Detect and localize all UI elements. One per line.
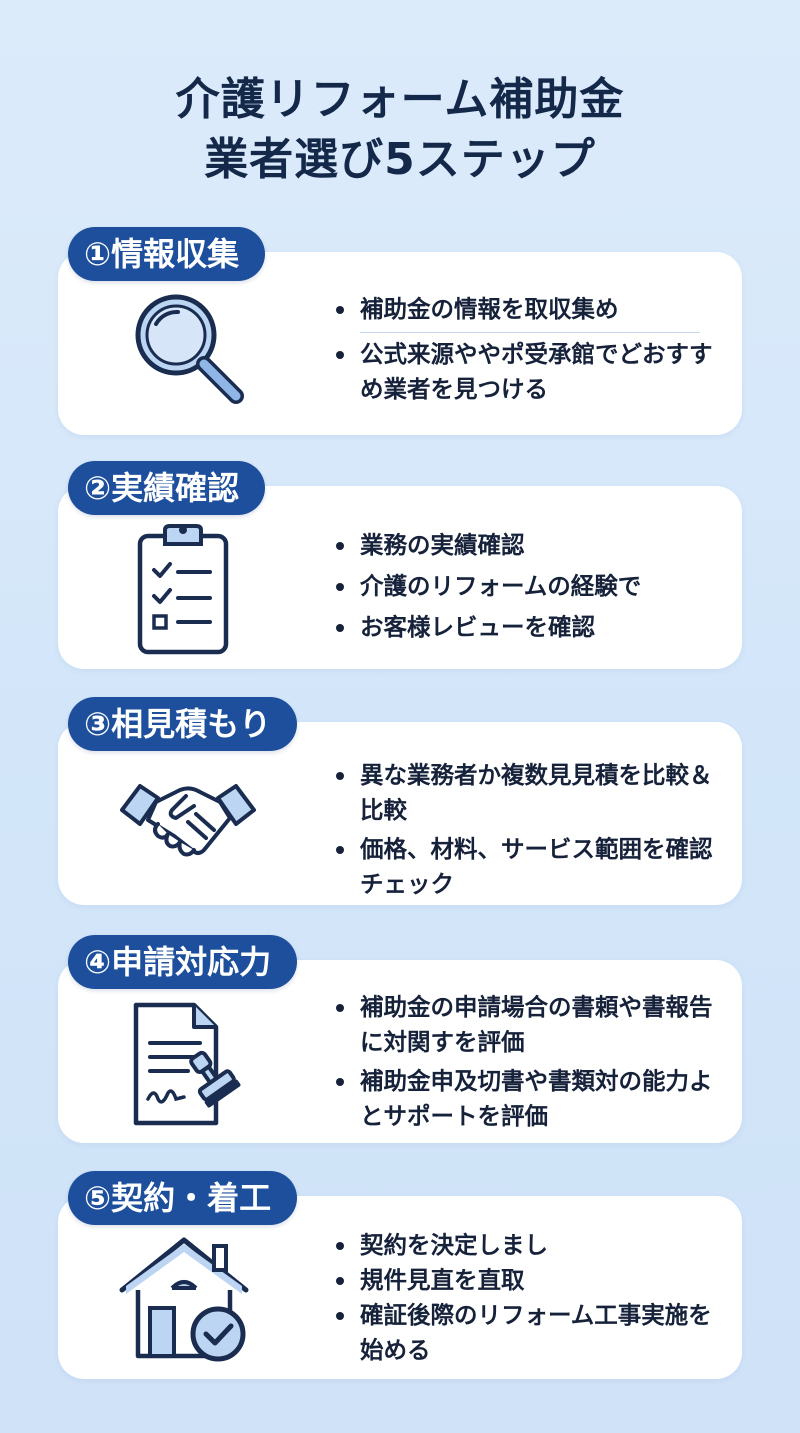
- bullet-item: 異な業務者か複数見見積を比較＆比較: [330, 758, 730, 828]
- bullet-item: 補助金の情報を取収集め: [330, 292, 730, 333]
- step-label-4: ④申請対応力: [68, 935, 298, 989]
- bullet-item: 公式来源ややポ受承館でどおすすめ業者を見つける: [330, 337, 730, 407]
- page-title: 介護リフォーム補助金 業者選び5ステップ: [0, 70, 800, 190]
- bullet-item: 契約を決定しまし: [330, 1228, 730, 1263]
- step-bullets-5: 契約を決定しまし 規件見直を直取 確証後際のリフォーム工事実施を始める: [330, 1228, 730, 1368]
- document-stamp-icon: [133, 1002, 241, 1126]
- step-label-5: ⑤契約・着工: [68, 1171, 298, 1225]
- bullet-item: 価格、材料、サービス範囲を確認チェック: [330, 832, 730, 902]
- house-check-icon: [119, 1237, 249, 1362]
- step-label-1: ①情報収集: [68, 227, 266, 281]
- bullet-item: 介護のリフォームの経験で: [330, 569, 730, 604]
- bullet-item: 規件見直を直取: [330, 1263, 730, 1298]
- bullet-item: お客様レビューを確認: [330, 610, 730, 645]
- bullet-item: 補助金申及切書や書類対の能力よとサポートを評価: [330, 1064, 730, 1134]
- step-bullets-2: 業務の実績確認 介護のリフォームの経験で お客様レビューを確認: [330, 528, 730, 645]
- step-bullets-4: 補助金の申請場合の書頼や書報告に対関すを評価 補助金申及切書や書類対の能力よとサ…: [330, 990, 730, 1134]
- step-label-3: ③相見積もり: [68, 697, 298, 751]
- handshake-icon: [120, 784, 256, 857]
- step-bullets-1: 補助金の情報を取収集め 公式来源ややポ受承館でどおすすめ業者を見つける: [330, 292, 730, 407]
- step-label-2: ②実績確認: [68, 461, 266, 515]
- title-line-2: 業者選び5ステップ: [204, 134, 596, 185]
- clipboard-checklist-icon: [137, 524, 229, 655]
- bullet-item: 業務の実績確認: [330, 528, 730, 563]
- bullet-item: 補助金の申請場合の書頼や書報告に対関すを評価: [330, 990, 730, 1060]
- title-line-1: 介護リフォーム補助金: [175, 74, 625, 125]
- step-bullets-3: 異な業務者か複数見見積を比較＆比較 価格、材料、サービス範囲を確認チェック: [330, 758, 730, 902]
- bullet-item: 確証後際のリフォーム工事実施を始める: [330, 1298, 730, 1368]
- magnifier-icon: [135, 294, 244, 404]
